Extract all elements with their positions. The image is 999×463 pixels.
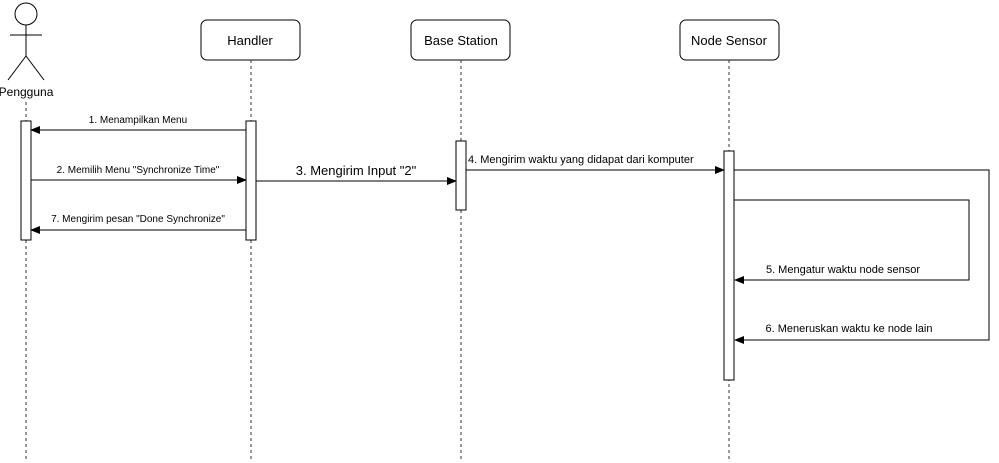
message-5-label: 5. Mengatur waktu node sensor bbox=[766, 264, 920, 276]
message-3-label: 3. Mengirim Input "2" bbox=[296, 163, 417, 178]
message-6-label: 6. Meneruskan waktu ke node lain bbox=[766, 323, 933, 335]
message-7-label: 7. Mengirim pesan "Done Synchronize" bbox=[51, 214, 225, 225]
participant-label-handler: Handler bbox=[227, 33, 273, 48]
actor-pengguna: Pengguna bbox=[0, 2, 54, 99]
message-4-label: 4. Mengirim waktu yang didapat dari komp… bbox=[468, 154, 694, 166]
activation-node-sensor bbox=[723, 150, 735, 381]
actor-head bbox=[14, 2, 38, 26]
message-4: 4. Mengirim waktu yang didapat dari komp… bbox=[466, 154, 725, 174]
activation-handler bbox=[245, 120, 257, 241]
message-5-arrow bbox=[734, 199, 970, 284]
message-5: 5. Mengatur waktu node sensor bbox=[734, 199, 970, 284]
message-1-label: 1. Menampilkan Menu bbox=[89, 115, 187, 126]
message-3: 3. Mengirim Input "2" bbox=[256, 163, 457, 185]
participant-node-sensor: Node Sensor bbox=[679, 19, 780, 61]
activation-pengguna bbox=[20, 120, 32, 241]
message-1: 1. Menampilkan Menu bbox=[30, 115, 246, 134]
actor-left-leg bbox=[7, 55, 27, 81]
activation-base-station bbox=[455, 140, 467, 211]
message-2-label: 2. Memilih Menu "Synchronize Time" bbox=[57, 165, 220, 176]
actor-right-leg bbox=[25, 55, 45, 81]
message-6-arrow bbox=[734, 169, 990, 344]
actor-label: Pengguna bbox=[0, 85, 54, 99]
message-6: 6. Meneruskan waktu ke node lain bbox=[734, 169, 990, 344]
participant-label-node-sensor: Node Sensor bbox=[691, 33, 768, 48]
participant-label-base-station: Base Station bbox=[424, 33, 498, 48]
participant-base-station: Base Station bbox=[410, 19, 511, 61]
message-7: 7. Mengirim pesan "Done Synchronize" bbox=[30, 214, 246, 234]
participant-handler: Handler bbox=[200, 19, 301, 61]
message-2: 2. Memilih Menu "Synchronize Time" bbox=[31, 165, 247, 184]
